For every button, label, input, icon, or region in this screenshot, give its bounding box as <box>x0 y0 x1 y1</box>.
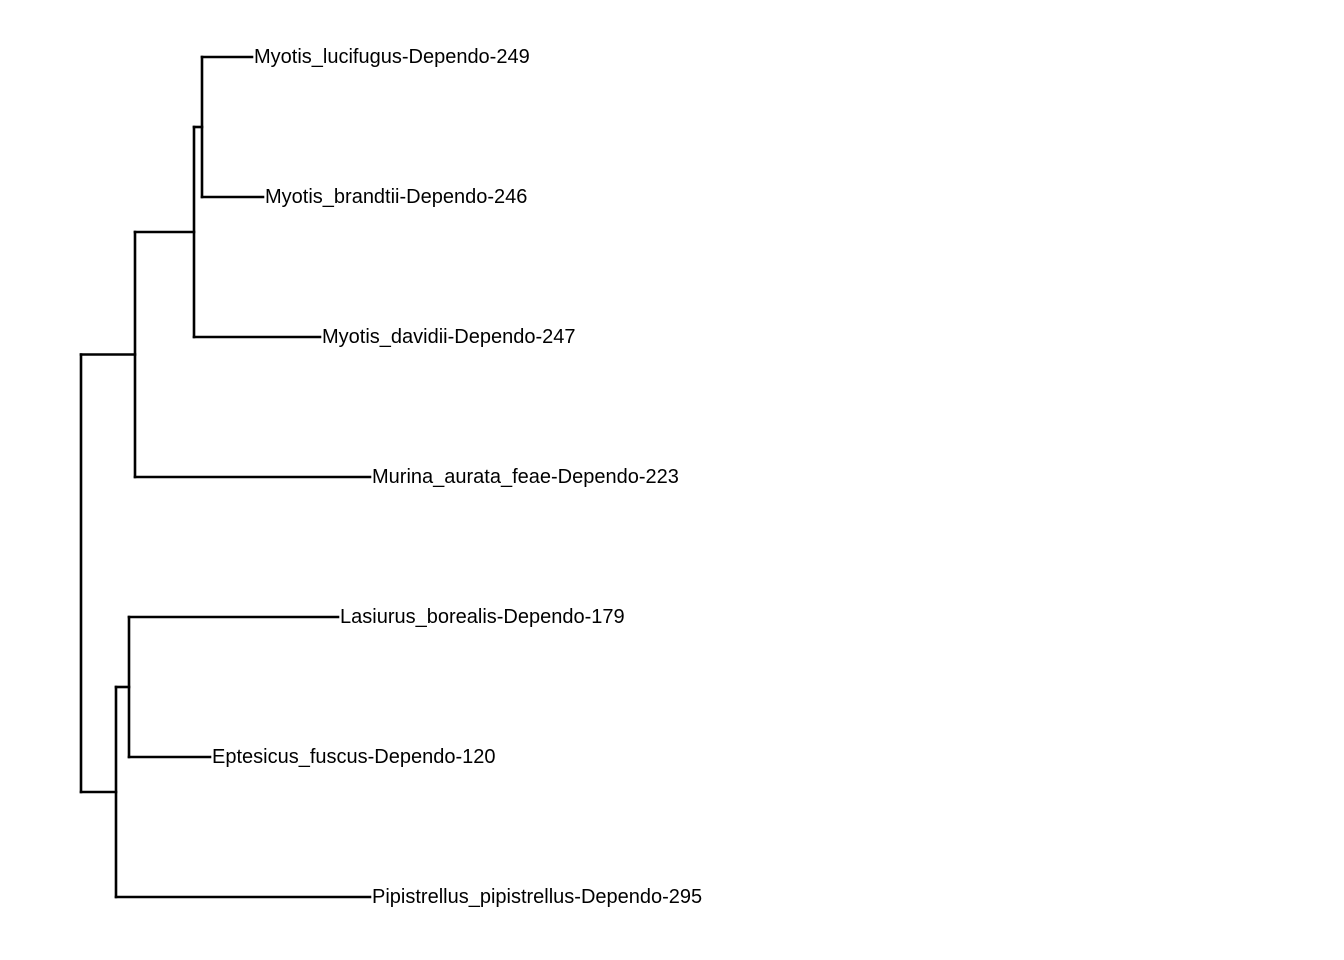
tip-label: Murina_aurata_feae-Dependo-223 <box>372 466 679 488</box>
tip-label: Lasiurus_borealis-Dependo-179 <box>340 606 625 628</box>
tree-branches <box>79 55 372 899</box>
tip-label: Myotis_lucifugus-Dependo-249 <box>254 46 530 68</box>
tip-label: Myotis_brandtii-Dependo-246 <box>265 186 527 208</box>
tip-label: Myotis_davidii-Dependo-247 <box>322 326 575 348</box>
tip-labels: Myotis_lucifugus-Dependo-249Myotis_brand… <box>212 46 702 908</box>
tip-label: Eptesicus_fuscus-Dependo-120 <box>212 746 496 768</box>
tip-label: Pipistrellus_pipistrellus-Dependo-295 <box>372 886 702 908</box>
